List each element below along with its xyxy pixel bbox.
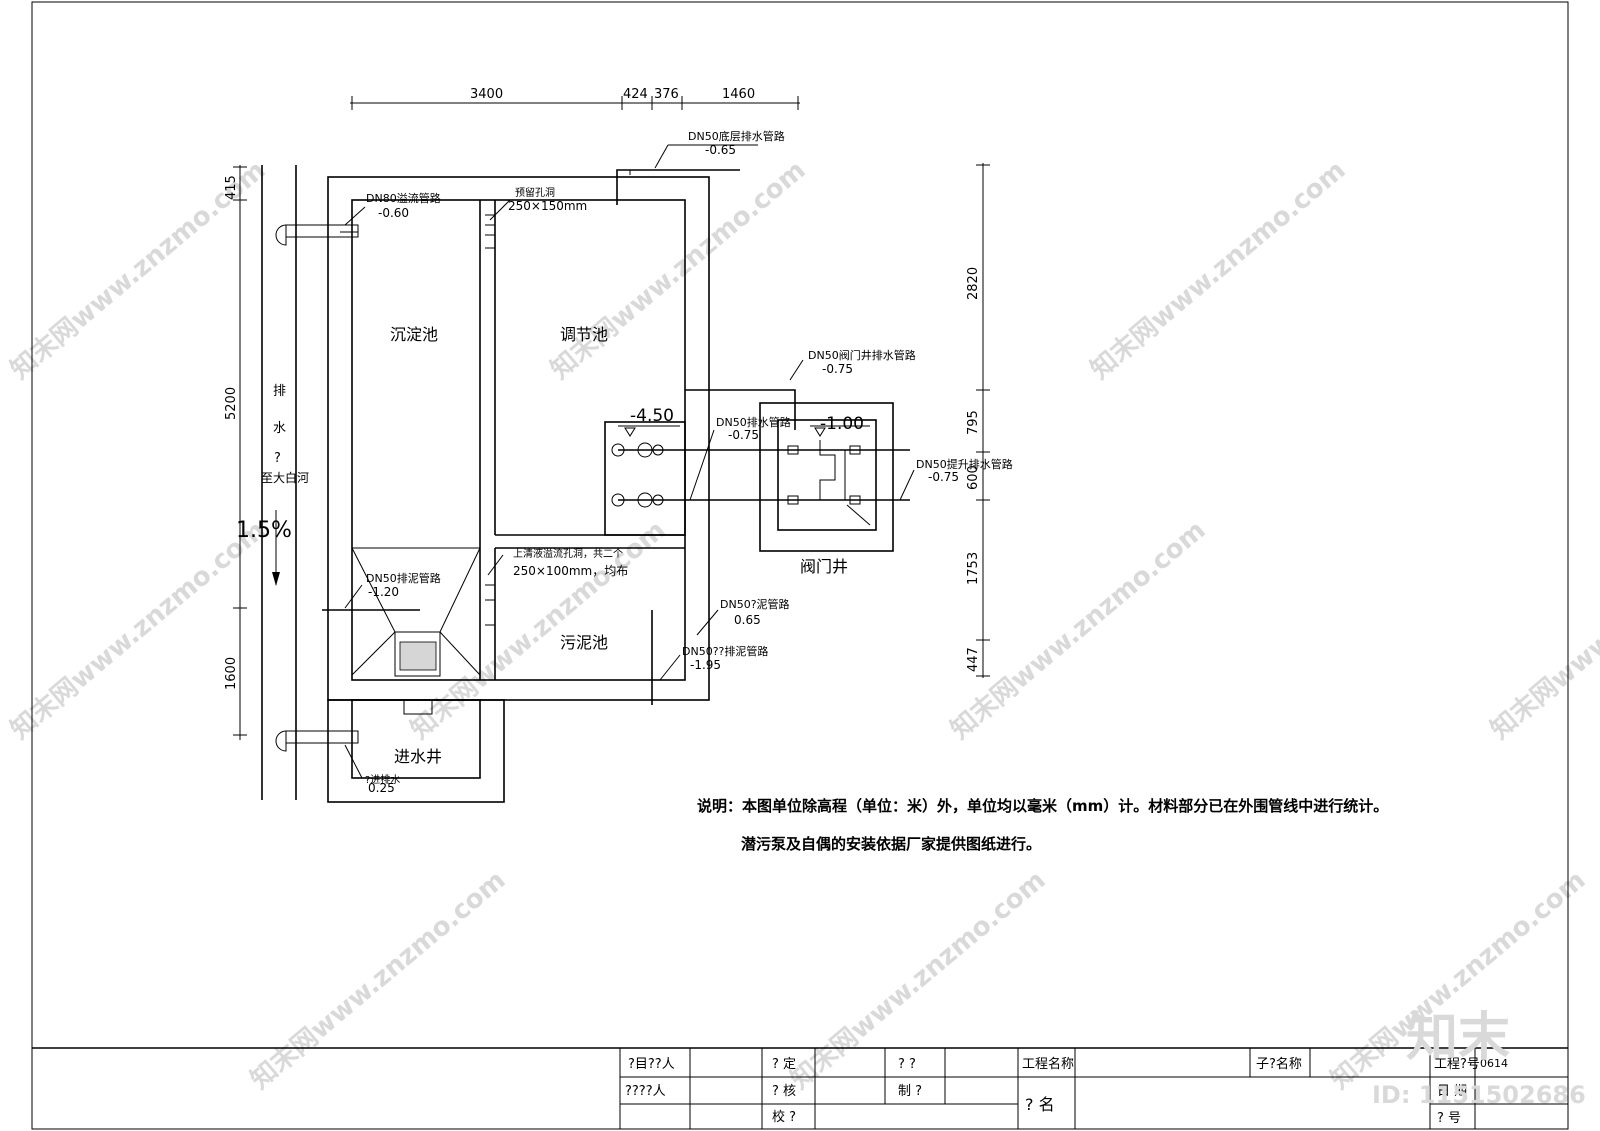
drain-slope: 1.5% <box>236 518 292 543</box>
level-marks: -4.50 -1.00 <box>618 406 870 437</box>
tb-date: 日 期 <box>1437 1084 1467 1099</box>
pipes-layer <box>322 169 910 705</box>
slope-arrow <box>272 572 280 586</box>
grating <box>399 641 437 671</box>
pipe-7-name: DN50排泥管路 <box>366 571 441 585</box>
pipe-9-value: 0.65 <box>734 613 761 627</box>
watermark-text: 知末网www.znzmo.com <box>945 515 1211 745</box>
watermark-text: 知末网www.znzmo.com <box>1085 155 1351 385</box>
pipe-11-value: 0.25 <box>368 781 395 795</box>
pipe-7-value: -1.20 <box>368 585 399 599</box>
drain-label-3: ? <box>274 451 281 466</box>
top-dimension-line: 3400 424 376 1460 <box>350 87 800 110</box>
tb-subitem-name: 子?名称 <box>1256 1056 1302 1072</box>
tb-project-no-value: 0614 <box>1480 1057 1508 1070</box>
drain-destination: 至大白河 <box>261 470 309 485</box>
note-line-2: 潜污泵及自偶的安装依据厂家提供图纸进行。 <box>741 835 1041 853</box>
pipe-2-value: -0.60 <box>378 206 409 220</box>
watermark-text: 知末网www.znzmo.com <box>1485 515 1600 745</box>
pipe-5-value: -0.75 <box>728 428 759 442</box>
pipe-1-value: -0.65 <box>705 143 736 157</box>
tb-design: ? ? <box>898 1057 916 1072</box>
room-sludge: 污泥池 <box>560 633 608 652</box>
dim-top-2: 424 <box>623 87 648 102</box>
pipe-3-value: 250×150mm <box>508 199 587 213</box>
dim-right-3: 600 <box>966 465 981 490</box>
watermark-text: 知末网www.znzmo.com <box>245 865 511 1095</box>
pipe-10-value: -1.95 <box>690 658 721 672</box>
tb-project-no: 工程?号 <box>1434 1057 1480 1072</box>
watermark-text: 知末网www.znzmo.com <box>785 865 1051 1095</box>
dim-left-2: 5200 <box>224 387 239 420</box>
tb-discipline-lead: ????人 <box>625 1084 666 1099</box>
drain-label-2: 水 <box>273 421 286 436</box>
tb-drawing-name: ? 名 <box>1025 1095 1055 1114</box>
level-valve-pit: -1.00 <box>820 414 864 434</box>
pipe-8-value: 250×100mm，均布 <box>513 564 628 578</box>
dim-left-3: 1600 <box>224 657 239 690</box>
room-sedimentation: 沉淀池 <box>390 325 438 344</box>
pipe-5-name: DN50排水管路 <box>716 415 791 429</box>
note-line-1: 说明：本图单位除高程（单位：米）外，单位均以毫米（mm）计。材料部分已在外围管线… <box>697 797 1388 815</box>
tb-review: ? 核 <box>772 1084 796 1099</box>
drain-label-1: 排 <box>273 384 286 399</box>
room-regulating: 调节池 <box>560 325 608 344</box>
tb-check: 校 ? <box>772 1109 796 1125</box>
pipe-1-name: DN50底层排水管路 <box>688 129 785 143</box>
dim-right-2: 795 <box>966 410 981 435</box>
left-dimension-line: 415 5200 1600 <box>224 165 247 740</box>
pipe-2-name: DN80溢流管路 <box>366 191 441 205</box>
pipe-8-name: 上清液溢流孔洞，共二个 <box>513 547 623 560</box>
right-dimension-line: 2820 795 600 1753 447 <box>966 163 990 678</box>
pipe-6-name: DN50提升排水管路 <box>916 457 1013 471</box>
watermark-text: 知末网www.znzmo.com <box>545 155 811 385</box>
pipe-10-name: DN50??排泥管路 <box>682 644 768 658</box>
dim-right-1: 2820 <box>966 267 981 300</box>
tb-project-name: 工程名称 <box>1022 1056 1074 1072</box>
watermark-layer: 知末网www.znzmo.com 知末网www.znzmo.com 知末网www… <box>5 155 1600 1095</box>
id-watermark: ID: 1151502686 <box>1372 1081 1586 1109</box>
pipe-3-name: 预留孔洞 <box>515 186 555 199</box>
valve-well <box>759 402 894 552</box>
dim-right-4: 1753 <box>966 552 981 585</box>
brand-watermark: 知末 <box>1406 1008 1510 1068</box>
room-inlet-well: 进水井 <box>394 747 442 766</box>
tb-project-lead: ?目??人 <box>628 1057 675 1072</box>
pipe-6-value: -0.75 <box>928 470 959 484</box>
dim-top-1: 3400 <box>470 87 503 102</box>
dim-right-5: 447 <box>966 647 981 672</box>
tb-draw: 制 ? <box>898 1084 922 1099</box>
tb-approve: ? 定 <box>772 1057 796 1072</box>
dim-top-4: 1460 <box>722 87 755 102</box>
title-block: ?目??人 ????人 ? 定 ? 核 校 ? ? ? 制 ? 工程名称 子?名… <box>32 1047 1568 1129</box>
drain-channel: 排 水 ? 至大白河 1.5% <box>236 165 359 800</box>
watermark-text: 知末网www.znzmo.com <box>5 515 271 745</box>
tb-drawing-no: ? 号 <box>1437 1111 1461 1126</box>
tank-structure <box>327 176 710 803</box>
pipe-4-name: DN50阀门井排水管路 <box>808 348 916 362</box>
pipe-4-value: -0.75 <box>822 362 853 376</box>
pipe-annotations: DN50底层排水管路 -0.65 DN80溢流管路 -0.60 预留孔洞 250… <box>344 129 1013 795</box>
drawing-frame <box>31 1 1569 1130</box>
dim-top-3: 376 <box>654 87 679 102</box>
room-valve-well: 阀门井 <box>800 557 848 576</box>
pipe-11-name: ?进排水 <box>365 773 400 786</box>
dim-left-1: 415 <box>224 175 239 200</box>
pipe-9-name: DN50?泥管路 <box>720 597 790 611</box>
level-pump-pit: -4.50 <box>630 406 674 426</box>
